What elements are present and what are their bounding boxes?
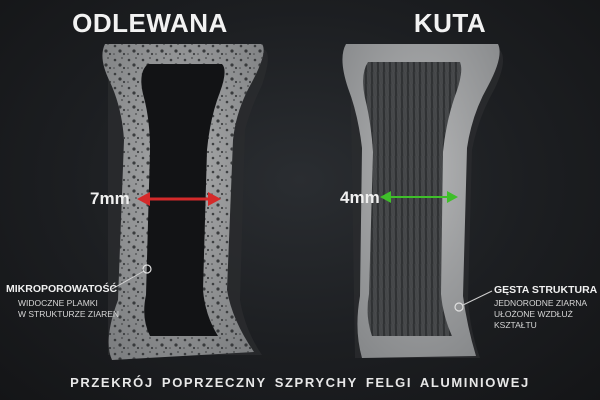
cast-callout-line-1: WIDOCZNE PLAMKI (18, 298, 98, 308)
cast-title: ODLEWANA (72, 8, 228, 38)
forged-callout-line-2: UŁOŻONE WZDŁUŻ (494, 309, 573, 319)
cast-callout-title: MIKROPOROWATOŚĆ (6, 283, 118, 295)
forged-thickness-label: 4mm (340, 188, 380, 207)
cast-callout-line-2: W STRUKTURZE ZIAREN (18, 309, 120, 319)
forged-cross-section (342, 44, 504, 358)
forged-callout-leader (454, 290, 493, 312)
forged-callout-line-1: JEDNORODNE ZIARNA (494, 298, 588, 308)
forged-callout-title: GĘSTA STRUKTURA (494, 284, 598, 296)
caption: PRZEKRÓJ POPRZECZNY SZPRYCHY FELGI ALUMI… (70, 375, 530, 390)
forged-callout-line-3: KSZTAŁTU (494, 320, 537, 330)
cast-callout-leader (111, 264, 152, 290)
forged-thickness-arrow (380, 191, 458, 203)
forged-title: KUTA (413, 8, 487, 38)
cast-thickness-arrow (137, 192, 221, 206)
cast-thickness-label: 7mm (90, 189, 130, 208)
